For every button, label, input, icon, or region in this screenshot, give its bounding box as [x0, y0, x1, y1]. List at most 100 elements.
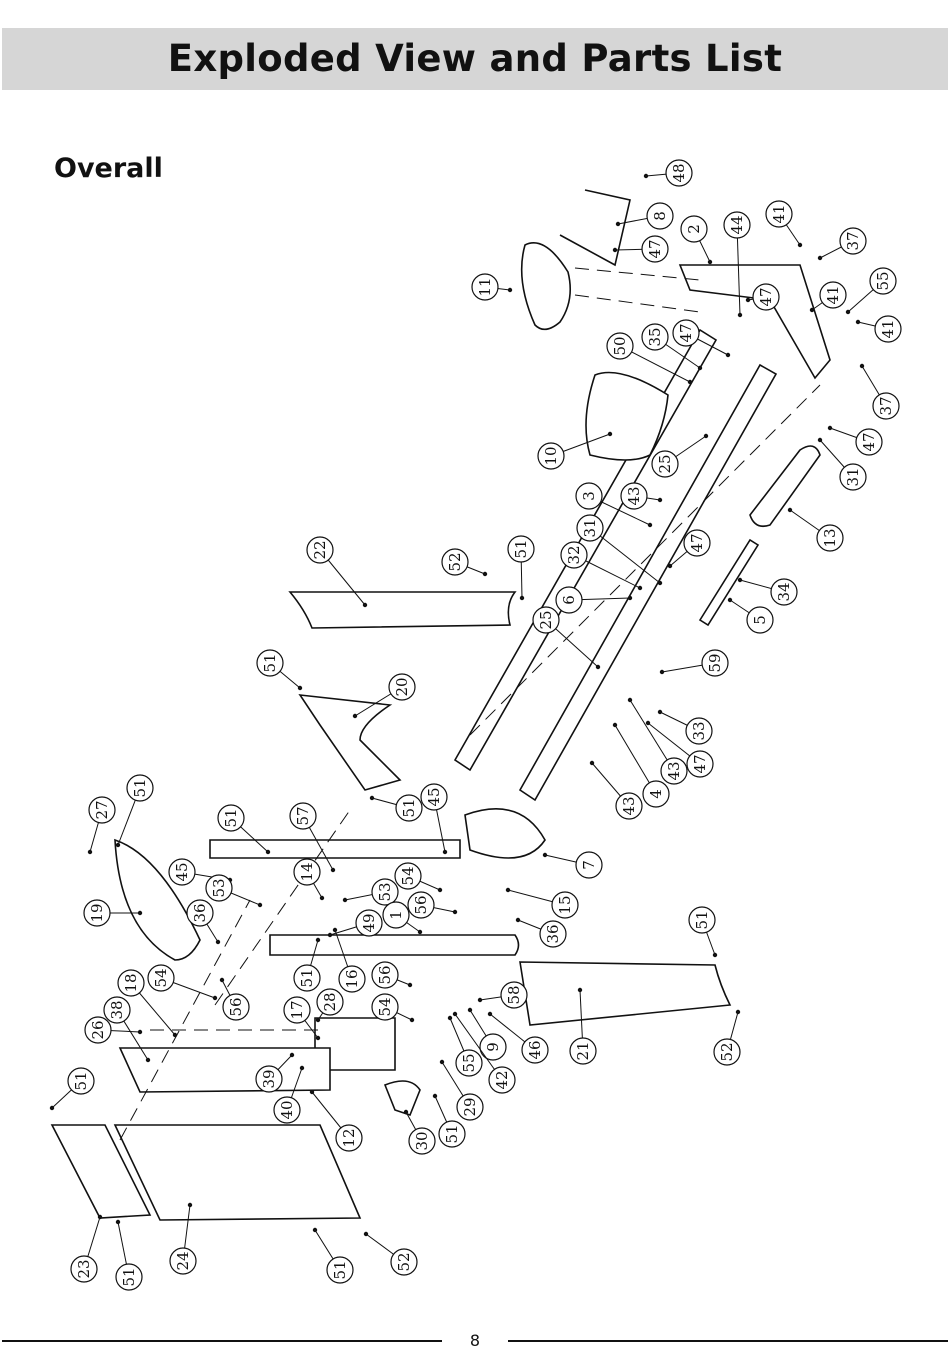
hardware-dot [612, 247, 618, 253]
callout-number: 31 [581, 518, 599, 537]
callout-circle [642, 780, 670, 808]
equipment-parts [50, 189, 831, 1221]
callout-circle [438, 1120, 466, 1148]
hardware-dot [319, 895, 325, 901]
callout-circle [293, 964, 321, 992]
hardware-dot [612, 722, 618, 728]
callout-number: 4 [647, 789, 665, 799]
callout-52: 52 [363, 1231, 418, 1276]
callout-number: 45 [425, 787, 443, 806]
callout-49: 49 [327, 909, 383, 938]
callout-circle [338, 965, 366, 993]
callout-number: 40 [278, 1100, 296, 1119]
hardware-dot [577, 987, 583, 993]
callout-47: 47 [827, 425, 883, 456]
hardware-dot [330, 867, 336, 873]
callout-number: 51 [222, 808, 240, 827]
callout-circle [575, 482, 603, 510]
hardware-dot [115, 1219, 121, 1225]
callout-7: 7 [542, 851, 603, 879]
callout-circle [688, 906, 716, 934]
callout-number: 24 [174, 1251, 192, 1270]
callout-circle [293, 858, 321, 886]
hardware-dot [342, 897, 348, 903]
callout-number: 41 [824, 285, 842, 304]
callout-31: 31 [817, 437, 867, 491]
callout-circle [532, 606, 560, 634]
title-band: Exploded View and Parts List [2, 28, 948, 90]
callout-circle [560, 541, 588, 569]
roller-pad-13 [749, 445, 821, 528]
callout-circle [555, 586, 583, 614]
callout-number: 51 [131, 778, 149, 797]
hardware-dot [362, 602, 368, 608]
callout-circle [539, 920, 567, 948]
callout-16: 16 [332, 927, 366, 993]
hardware-dot [332, 927, 338, 933]
callout-number: 51 [512, 539, 530, 558]
callout-number: 43 [625, 486, 643, 505]
hardware-dot [49, 1105, 55, 1111]
callout-2: 2 [680, 215, 713, 265]
hardware-dot [727, 597, 733, 603]
callout-number: 55 [460, 1053, 478, 1072]
callout-circle [672, 319, 700, 347]
callout-number: 2 [685, 224, 703, 234]
callout-circle [126, 774, 154, 802]
callout-number: 46 [526, 1040, 544, 1059]
callout-circle [521, 1036, 549, 1064]
hardware-dot [265, 849, 271, 855]
hardware-dot [735, 1009, 741, 1015]
hardware-dot [299, 1065, 305, 1071]
callout-56: 56 [407, 891, 458, 919]
callout-8: 8 [615, 202, 674, 230]
callout-number: 22 [311, 540, 329, 559]
callout-51: 51 [507, 535, 535, 601]
callout-48: 48 [643, 159, 693, 187]
callout-29: 29 [439, 1059, 484, 1121]
callout-number: 43 [620, 796, 638, 815]
hardware-dot [352, 713, 358, 719]
shroud-21 [519, 961, 732, 1026]
callout-number: 25 [537, 610, 555, 629]
callout-circle [665, 159, 693, 187]
callout-circle [646, 202, 674, 230]
callout-number: 56 [376, 965, 394, 984]
callout-circle [84, 1016, 112, 1044]
callout-circle [408, 1127, 436, 1155]
callout-circle [839, 227, 867, 255]
callout-circle [168, 858, 196, 886]
callout-number: 51 [261, 653, 279, 672]
hardware-dot [409, 1017, 415, 1023]
hardware-dot [627, 697, 633, 703]
callout-27: 27 [87, 796, 116, 855]
callout-circle [70, 1255, 98, 1283]
callout-circle [186, 899, 214, 927]
callout-circle [685, 717, 713, 745]
hardware-dot [859, 363, 865, 369]
hardware-dot [707, 259, 713, 265]
callout-number: 56 [227, 997, 245, 1016]
footer-rule-left [2, 1340, 442, 1342]
callout-number: 27 [93, 800, 111, 819]
callout-circle [507, 535, 535, 563]
callout-number: 16 [343, 969, 361, 988]
foot-plate-frame [678, 264, 831, 380]
hardware-dot [589, 760, 595, 766]
callout-33: 33 [657, 709, 713, 745]
hardware-dot [519, 595, 525, 601]
top-tube [209, 839, 461, 859]
hardware-dot [659, 669, 665, 675]
callout-18: 18 [117, 969, 178, 1038]
hardware-dot [725, 352, 731, 358]
callout-circle [660, 757, 688, 785]
callout-number: 17 [288, 1000, 306, 1019]
callout-circle [746, 606, 774, 634]
hardware-dot [712, 952, 718, 958]
hardware-dot [215, 939, 221, 945]
hardware-dot [482, 571, 488, 577]
callout-25: 25 [532, 606, 601, 670]
callout-circle [83, 899, 111, 927]
callout-circle [606, 332, 634, 360]
hardware-dot [187, 1202, 193, 1208]
